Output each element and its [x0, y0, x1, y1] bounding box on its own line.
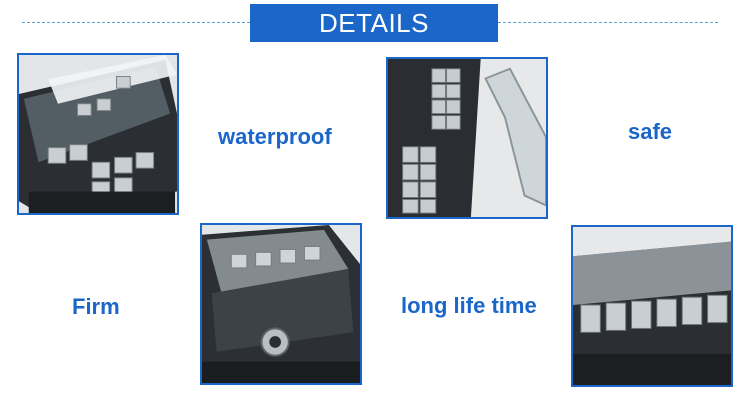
photo-fuse-block-terminals	[386, 57, 548, 219]
header-rule-left	[22, 22, 250, 23]
photo-fuse-block-front	[571, 225, 733, 387]
feature-label-long-life-time: long life time	[401, 293, 537, 318]
feature-label-firm: Firm	[72, 294, 120, 319]
header-rule-right	[498, 22, 718, 23]
details-banner: DETAILS	[250, 4, 498, 42]
photo-fuse-block-top	[17, 53, 179, 215]
feature-label-safe: safe	[628, 119, 673, 144]
feature-label-waterproof: waterproof	[218, 124, 332, 149]
photo-fuse-block-side	[200, 223, 362, 385]
